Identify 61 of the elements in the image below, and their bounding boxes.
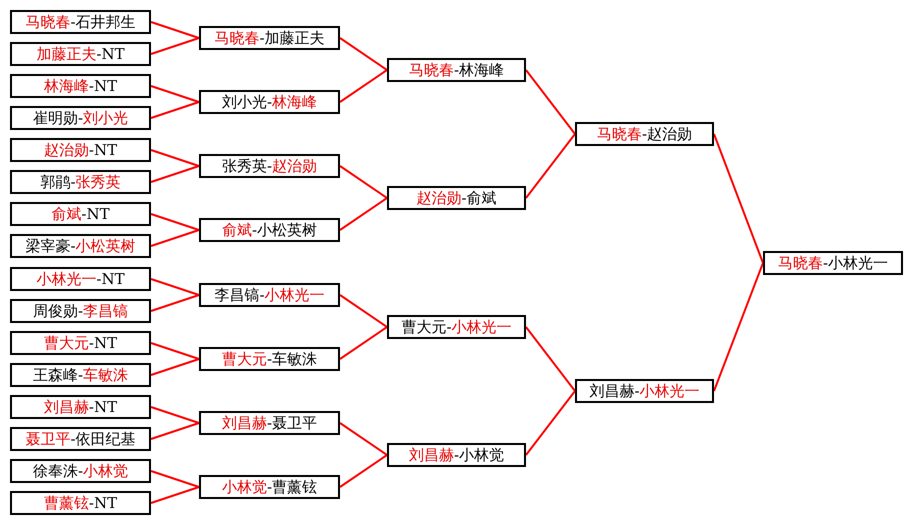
bracket-line — [339, 165, 388, 199]
match-box: 刘昌赫-小林觉 — [387, 443, 526, 467]
bracket-line — [150, 101, 200, 119]
bracket-line — [150, 294, 200, 312]
bracket-line — [150, 278, 200, 296]
match-box: 曹薰铉-NT — [10, 491, 151, 515]
match-box: 周俊勋-李昌镐 — [10, 299, 151, 323]
match-box: 李昌镐-小林光一 — [199, 283, 340, 307]
bracket-line — [150, 165, 200, 183]
match-box: 俞斌-小松英树 — [199, 218, 340, 242]
match-box: 小林觉-曹薰铉 — [199, 475, 340, 499]
match-box: 马晓春-小林光一 — [763, 251, 903, 275]
bracket-line — [525, 390, 576, 456]
match-box: 刘小光-林海峰 — [199, 90, 340, 114]
bracket-line — [150, 149, 200, 167]
match-box: 林海峰-NT — [10, 74, 151, 98]
match-box: 赵治勋-俞斌 — [387, 186, 526, 210]
bracket-line — [150, 85, 200, 103]
bracket-line — [525, 326, 576, 392]
match-box: 郭鹃-张秀英 — [10, 170, 151, 194]
match-box: 张秀英-赵治勋 — [199, 154, 340, 178]
bracket-line — [339, 294, 388, 328]
bracket-line — [525, 133, 576, 199]
bracket-line — [150, 422, 200, 440]
bracket-line — [150, 470, 200, 488]
bracket-line — [339, 69, 388, 103]
match-box: 徐奉洙-小林觉 — [10, 459, 151, 483]
match-box: 马晓春-石井邦生 — [10, 10, 151, 34]
match-box: 聂卫平-依田纪基 — [10, 427, 151, 451]
match-box: 刘昌赫-NT — [10, 395, 151, 419]
bracket-line — [339, 197, 388, 231]
match-box: 崔明勋-刘小光 — [10, 106, 151, 130]
bracket-line — [339, 422, 388, 456]
bracket-line — [150, 213, 200, 231]
match-box: 梁宰豪-小松英树 — [10, 234, 151, 258]
match-box: 加藤正夫-NT — [10, 42, 151, 66]
match-box: 小林光一-NT — [10, 267, 151, 291]
bracket-line — [525, 69, 576, 135]
match-box: 曹大元-小林光一 — [387, 315, 526, 339]
match-box: 王森峰-车敏洙 — [10, 363, 151, 387]
match-box: 马晓春-赵治勋 — [575, 122, 714, 146]
match-box: 赵治勋-NT — [10, 138, 151, 162]
bracket-line — [150, 486, 200, 504]
bracket-line — [713, 262, 764, 392]
bracket-line — [150, 229, 200, 247]
match-box: 曹大元-NT — [10, 331, 151, 355]
bracket-line — [713, 134, 764, 264]
bracket-line — [339, 454, 388, 488]
bracket-line — [150, 21, 200, 39]
match-box: 俞斌-NT — [10, 202, 151, 226]
bracket-line — [339, 37, 388, 71]
match-box: 马晓春-林海峰 — [387, 58, 526, 82]
bracket-line — [339, 326, 388, 360]
bracket-line — [150, 37, 200, 55]
match-box: 马晓春-加藤正夫 — [199, 26, 340, 50]
bracket-line — [150, 358, 200, 376]
match-box: 曹大元-车敏洙 — [199, 347, 340, 371]
bracket-line — [150, 342, 200, 360]
match-box: 刘昌赫-小林光一 — [575, 379, 714, 403]
match-box: 刘昌赫-聂卫平 — [199, 411, 340, 435]
bracket-line — [150, 406, 200, 424]
